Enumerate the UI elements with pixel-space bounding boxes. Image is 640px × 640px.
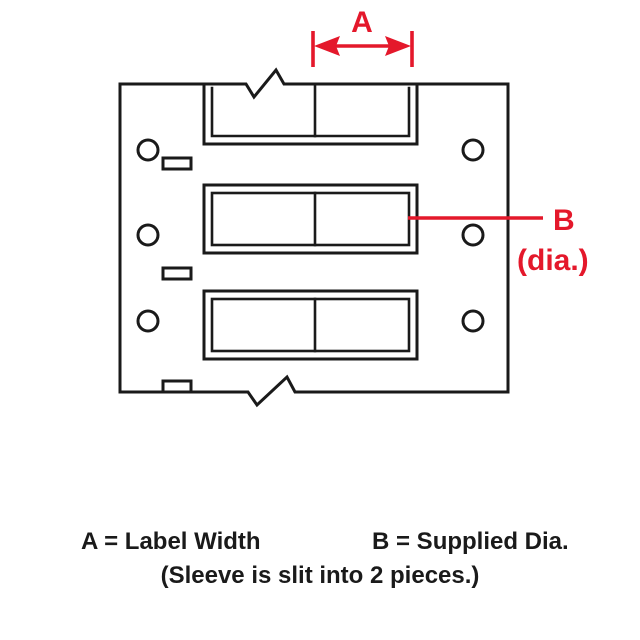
sprocket-holes-left — [136, 138, 160, 333]
dimension-b-sublabel: (dia.) — [517, 244, 589, 277]
carrier-strip — [118, 67, 510, 408]
sleeve-top-outer-frame — [202, 84, 419, 146]
carrier-bottom-edge-with-break — [118, 374, 510, 408]
dimension-b-label: B — [553, 204, 575, 237]
dimension-a-arrowhead-right — [385, 36, 411, 56]
sprocket-hole-right-3 — [461, 309, 485, 333]
sleeve-top-inner-frame — [210, 86, 411, 138]
registration-slit-1 — [161, 156, 193, 171]
sleeve-bottom-inner-frame — [210, 297, 411, 353]
legend-line1-right: B = Supplied Dia. — [372, 528, 569, 555]
sprocket-holes-right — [461, 138, 485, 333]
sleeve-middle — [202, 183, 419, 255]
legend-block: A = Label Width B = Supplied Dia. (Sleev… — [81, 528, 569, 589]
sprocket-hole-left-2 — [136, 223, 160, 247]
sleeve-bottom — [202, 289, 419, 361]
dimension-a-label: A — [351, 6, 373, 39]
sleeve-middle-inner-frame — [210, 191, 411, 247]
sprocket-hole-right-2 — [461, 223, 485, 247]
dimension-marker-b: B (dia.) — [408, 204, 589, 277]
sprocket-hole-right-1 — [461, 138, 485, 162]
sprocket-hole-left-1 — [136, 138, 160, 162]
sprocket-hole-left-3 — [136, 309, 160, 333]
dimension-a-arrowhead-left — [314, 36, 340, 56]
legend-line2: (Sleeve is slit into 2 pieces.) — [161, 562, 480, 589]
sleeve-top — [202, 84, 419, 146]
dimension-marker-a: A — [311, 6, 414, 67]
registration-slit-3 — [161, 379, 193, 394]
legend-line1-left: A = Label Width — [81, 528, 261, 555]
carrier-top-edge-with-break — [118, 67, 510, 100]
registration-slit-2 — [161, 266, 193, 281]
registration-slits — [161, 156, 193, 394]
